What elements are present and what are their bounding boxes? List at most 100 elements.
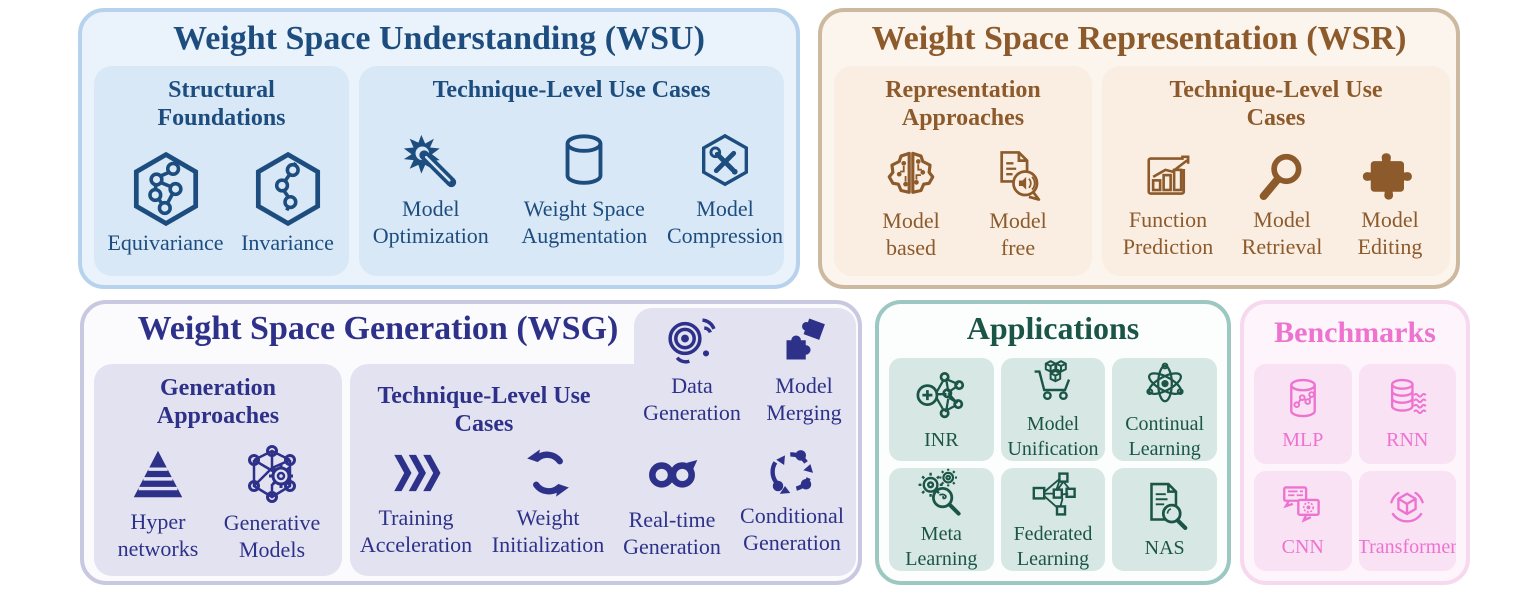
item-label: Weight Initialization: [491, 505, 605, 557]
weight-initialization-item: Weight Initialization: [482, 444, 614, 561]
wsr-approaches-title: Representation Approaches: [885, 77, 1041, 132]
wsr-approaches-box: Representation Approaches: [834, 66, 1092, 276]
brain-circuit-icon: [887, 151, 935, 194]
wsu-use-cases-box: Technique-Level Use Cases Model Optimiza…: [359, 66, 784, 276]
real-time-generation-item: Real-time Generation: [616, 444, 728, 561]
puzzle-piece-icon: [1362, 153, 1412, 200]
item-label: Equivariance: [107, 230, 224, 256]
mlp-cell: MLP: [1254, 364, 1352, 464]
model-optimization-item: Model Optimization: [359, 131, 503, 250]
item-label: Invariance: [241, 230, 334, 256]
item-label: Hyper networks: [117, 508, 199, 561]
item-label: Data Generation: [643, 373, 741, 425]
rnn-cell: RNN: [1358, 364, 1456, 464]
cell-label: Continual Learning: [1125, 413, 1205, 460]
wsr-use-cases-box: Technique-Level Use Cases Function Predi…: [1102, 66, 1450, 276]
transformer-cell: Transformer: [1358, 471, 1457, 571]
item-label: Model Compression: [666, 195, 784, 248]
document-magnifier-icon: [1149, 482, 1188, 530]
chart-arrow-icon: [1147, 155, 1190, 195]
wsr-use-case-items: Function Prediction Model Retrieval Mode…: [1102, 133, 1450, 276]
nas-cell: NAS: [1112, 468, 1217, 571]
cell-label: MLP: [1282, 429, 1324, 452]
model-based-item: Model based: [865, 147, 957, 262]
item-label: Model Optimization: [372, 195, 489, 248]
item-label: Model Merging: [766, 373, 842, 425]
model-editing-item: Model Editing: [1342, 148, 1438, 261]
chat-pattern-icon: [1282, 486, 1320, 523]
cell-label: Federated Learning: [1013, 523, 1093, 570]
federated-network-icon: [1032, 472, 1076, 516]
wsg-title: Weight Space Generation (WSG): [137, 310, 619, 347]
wsu-use-cases-title: Technique-Level Use Cases: [432, 77, 711, 103]
cart-cubes-icon: [1034, 360, 1071, 401]
item-label: Generative Models: [223, 509, 321, 562]
equivariance-icon: [133, 152, 198, 227]
cell-label: Model Unification: [1007, 413, 1099, 460]
database-cylinder-icon: [565, 134, 603, 185]
wsr-section: Weight Space Representation (WSR) Repres…: [818, 8, 1460, 289]
inr-cell: INR: [889, 358, 994, 461]
function-prediction-item: Function Prediction: [1114, 148, 1222, 261]
cylinder-scatter-icon: [1289, 379, 1316, 418]
model-unification-cell: Model Unification: [1000, 358, 1106, 461]
benchmarks-title: Benchmarks: [1274, 316, 1436, 349]
wsg-use-case-items: Training Acceleration Weight Initializat…: [352, 444, 854, 561]
training-acceleration-item: Training Acceleration: [352, 444, 480, 561]
applications-section: Applications INR: [875, 300, 1231, 585]
wsr-use-cases-title: Technique-Level Use Cases: [1169, 77, 1383, 132]
data-generation-item: Data Generation: [636, 314, 748, 427]
model-free-item: Model free: [975, 147, 1061, 262]
meta-learning-cell: Meta Learning: [889, 468, 994, 571]
item-label: Model based: [882, 207, 940, 260]
item-label: Weight Space Augmentation: [521, 195, 648, 248]
item-label: Model Editing: [1357, 206, 1423, 259]
cell-label: CNN: [1281, 536, 1324, 559]
wsg-approach-items: Hyper networks: [112, 431, 324, 576]
wsu-use-case-items: Model Optimization Weight Space Augmenta…: [359, 104, 784, 276]
model-retrieval-item: Model Retrieval: [1232, 148, 1332, 261]
wsg-section: Weight Space Generation (WSG) Generation…: [80, 300, 862, 585]
network-gear-icon: [248, 444, 296, 503]
invariance-icon: [255, 152, 320, 227]
invariance-item: Invariance: [235, 151, 341, 257]
infinity-icon: [649, 459, 698, 488]
cnn-cell: CNN: [1254, 471, 1352, 571]
cube-arcs-icon: [1390, 492, 1425, 523]
generative-models-item: Generative Models: [220, 443, 324, 564]
continual-learning-cell: Continual Learning: [1112, 358, 1217, 461]
item-label: Model free: [989, 207, 1047, 260]
item-label: Real-time Generation: [623, 507, 721, 559]
cell-label: INR: [924, 428, 959, 451]
wsu-title: Weight Space Understanding (WSU): [173, 20, 705, 57]
item-label: Training Acceleration: [359, 505, 473, 557]
wsu-section: Weight Space Understanding (WSU) Structu…: [78, 8, 800, 289]
wsr-approach-items: Model based Model free: [865, 133, 1061, 276]
benchmarks-grid: MLP RNN: [1254, 364, 1456, 571]
applications-grid: INR Model Unification: [889, 358, 1217, 571]
wsg-use-cases-title: Technique-Level Use Cases: [377, 383, 591, 438]
cell-label: Transformer: [1358, 536, 1457, 559]
gears-magnifier-icon: [918, 468, 961, 516]
magnifier-icon: [1259, 153, 1302, 201]
wsg-approaches-box: Generation Approaches Hyper networks: [94, 364, 342, 576]
pyramid-icon: [133, 450, 183, 498]
wsu-structural-foundations-box: Structural Foundations Equivariance: [94, 66, 349, 276]
data-generation-icon: [668, 318, 716, 364]
model-compression-item: Model Compression: [666, 131, 784, 250]
wsr-title: Weight Space Representation (WSR): [871, 20, 1407, 57]
weight-space-augmentation-item: Weight Space Augmentation: [511, 131, 658, 250]
wsu-structural-items: Equivariance Invariance: [103, 133, 341, 276]
applications-title: Applications: [966, 310, 1140, 346]
refresh-arrows-icon: [527, 449, 569, 497]
equivariance-item: Equivariance: [103, 151, 229, 257]
item-label: Model Retrieval: [1241, 206, 1323, 259]
triple-chevron-icon: [394, 454, 441, 492]
cell-label: Meta Learning: [905, 523, 978, 570]
wsg-approaches-title: Generation Approaches: [156, 375, 280, 430]
magic-wand-icon: [403, 134, 456, 188]
cell-label: NAS: [1144, 536, 1185, 559]
model-merging-icon: [786, 318, 825, 360]
document-speech-icon: [1000, 151, 1041, 201]
